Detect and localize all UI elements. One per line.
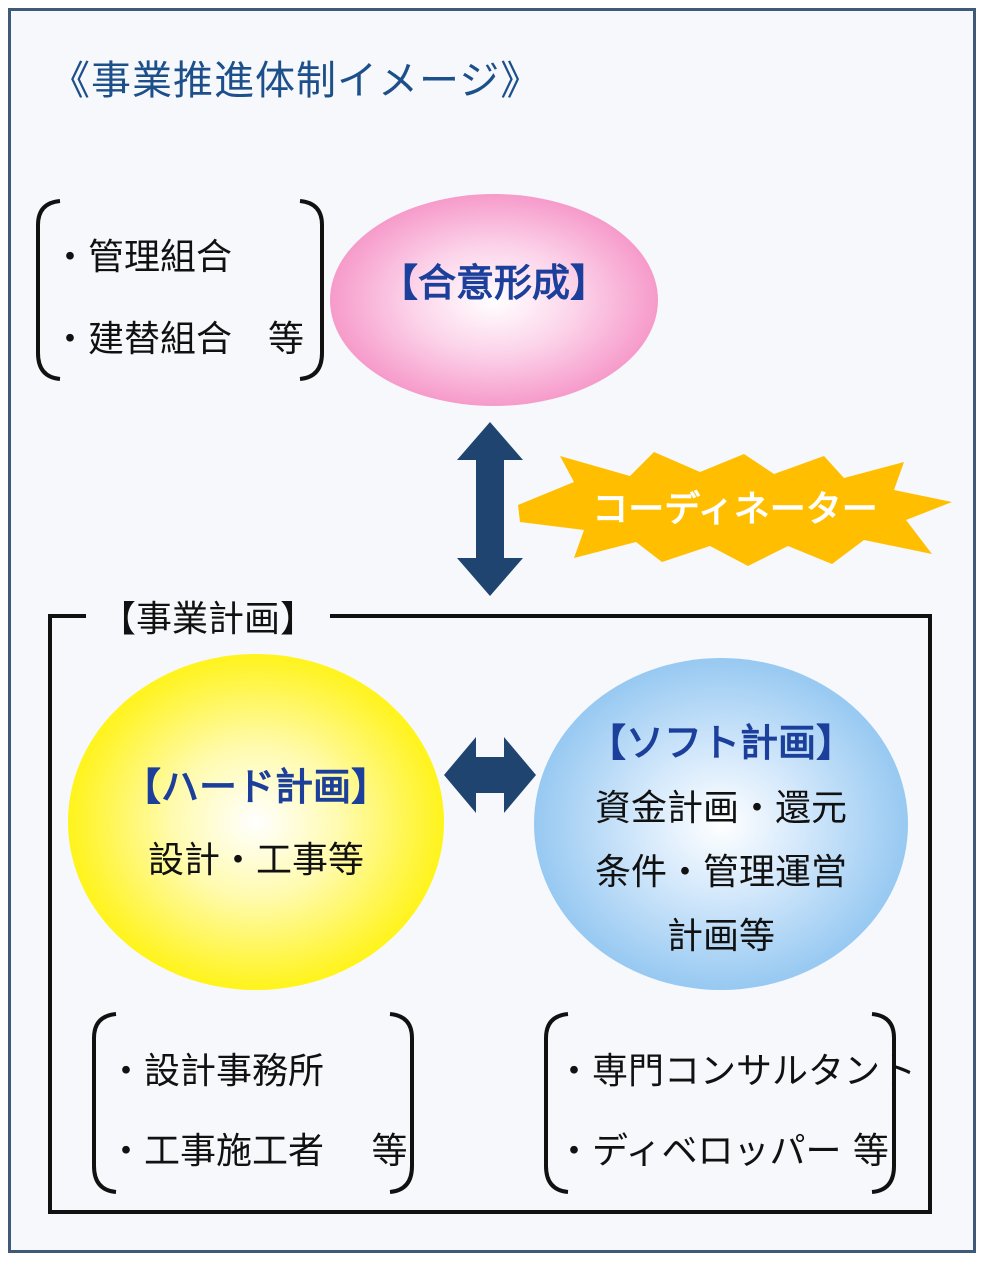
consensus-ellipse [330,194,658,406]
coordinator-burst [518,452,952,566]
hard-plan-bracket [92,1012,414,1194]
soft-plan-item-1: ・専門コンサルタント [556,1051,917,1092]
soft-plan-desc-1: 資金計画・還元 [594,788,847,829]
hard-plan-ellipse [68,654,444,990]
soft-plan-bracket [544,1012,896,1194]
consensus-item-1: ・管理組合 [52,237,233,278]
hard-plan-desc: 設計・工事等 [147,840,364,881]
soft-plan-label: 【ソフト計画】 [587,721,854,765]
business-plan-box [48,614,932,1214]
soft-plan-ellipse [534,658,908,990]
hard-plan-item-1: ・設計事務所 [108,1051,325,1092]
horizontal-double-arrow [444,737,536,813]
soft-plan-desc-3: 計画等 [666,916,775,957]
consensus-label: 【合意形成】 [379,261,608,305]
coordinator-label: コーディネーター [592,489,878,530]
hard-plan-item-2: ・工事施工者 等 [108,1131,408,1172]
consensus-item-2: ・建替組合 等 [52,319,305,360]
hard-plan-label: 【ハード計画】 [122,765,389,809]
soft-plan-desc-2: 条件・管理運営 [594,852,847,893]
vertical-double-arrow [457,422,523,596]
soft-plan-item-2: ・ディベロッパー 等 [556,1131,889,1172]
page-title: 《事業推進体制イメージ》 [50,58,542,104]
business-plan-label: 【事業計画】 [86,590,331,642]
consensus-bracket [36,199,324,381]
